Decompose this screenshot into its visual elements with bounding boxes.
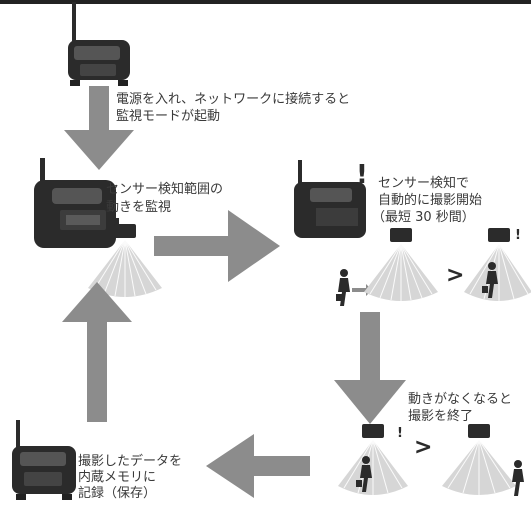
arrow-up-to-monitor — [62, 282, 132, 422]
arrow-down-to-monitor — [64, 86, 134, 170]
step4-text-line1: 動きがなくなると — [408, 392, 513, 407]
camera-icon-monitoring — [34, 158, 116, 248]
step2-text-line1: センサー検知範囲の — [106, 182, 224, 197]
sequence-chevron-top: > — [446, 263, 465, 288]
camera-icon-storage — [12, 420, 76, 500]
alert-icon-large: ! — [356, 160, 368, 190]
step1-text-line1: 電源を入れ、ネットワークに接続すると — [116, 92, 351, 107]
arrow-left-to-save — [206, 434, 310, 498]
top-border — [0, 0, 531, 4]
arrow-right-to-recording — [154, 210, 280, 282]
sequence-chevron-bottom: > — [414, 435, 433, 460]
sensor-range-person-leaving — [338, 424, 408, 495]
sensor-range-empty — [442, 424, 524, 496]
alert-icon-small-bottom: ! — [397, 426, 403, 441]
alert-icon-small-top: ! — [515, 228, 521, 243]
step5-text-line1: 撮影したデータを — [78, 454, 183, 469]
step5-text-line2: 内蔵メモリに — [78, 470, 157, 485]
sensor-range-detect — [364, 228, 438, 301]
step5-text-line3: 記録（保存） — [78, 486, 157, 501]
camera-icon-recording — [294, 160, 366, 238]
step2-text-line2: 動きを監視 — [106, 200, 172, 215]
step3-text-line3: （最短 30 秒間） — [372, 210, 475, 225]
camera-icon-standby — [68, 2, 130, 86]
arrow-down-to-stop — [334, 312, 406, 424]
step1-text-line2: 監視モードが起動 — [116, 109, 221, 124]
sensor-range-monitoring — [88, 218, 162, 297]
step3-text-line2: 自動的に撮影開始 — [378, 193, 483, 208]
sensor-range-person-inside — [464, 228, 531, 301]
step4-text-line2: 撮影を終了 — [408, 409, 474, 424]
step3-text-line1: センサー検知で — [378, 176, 470, 191]
